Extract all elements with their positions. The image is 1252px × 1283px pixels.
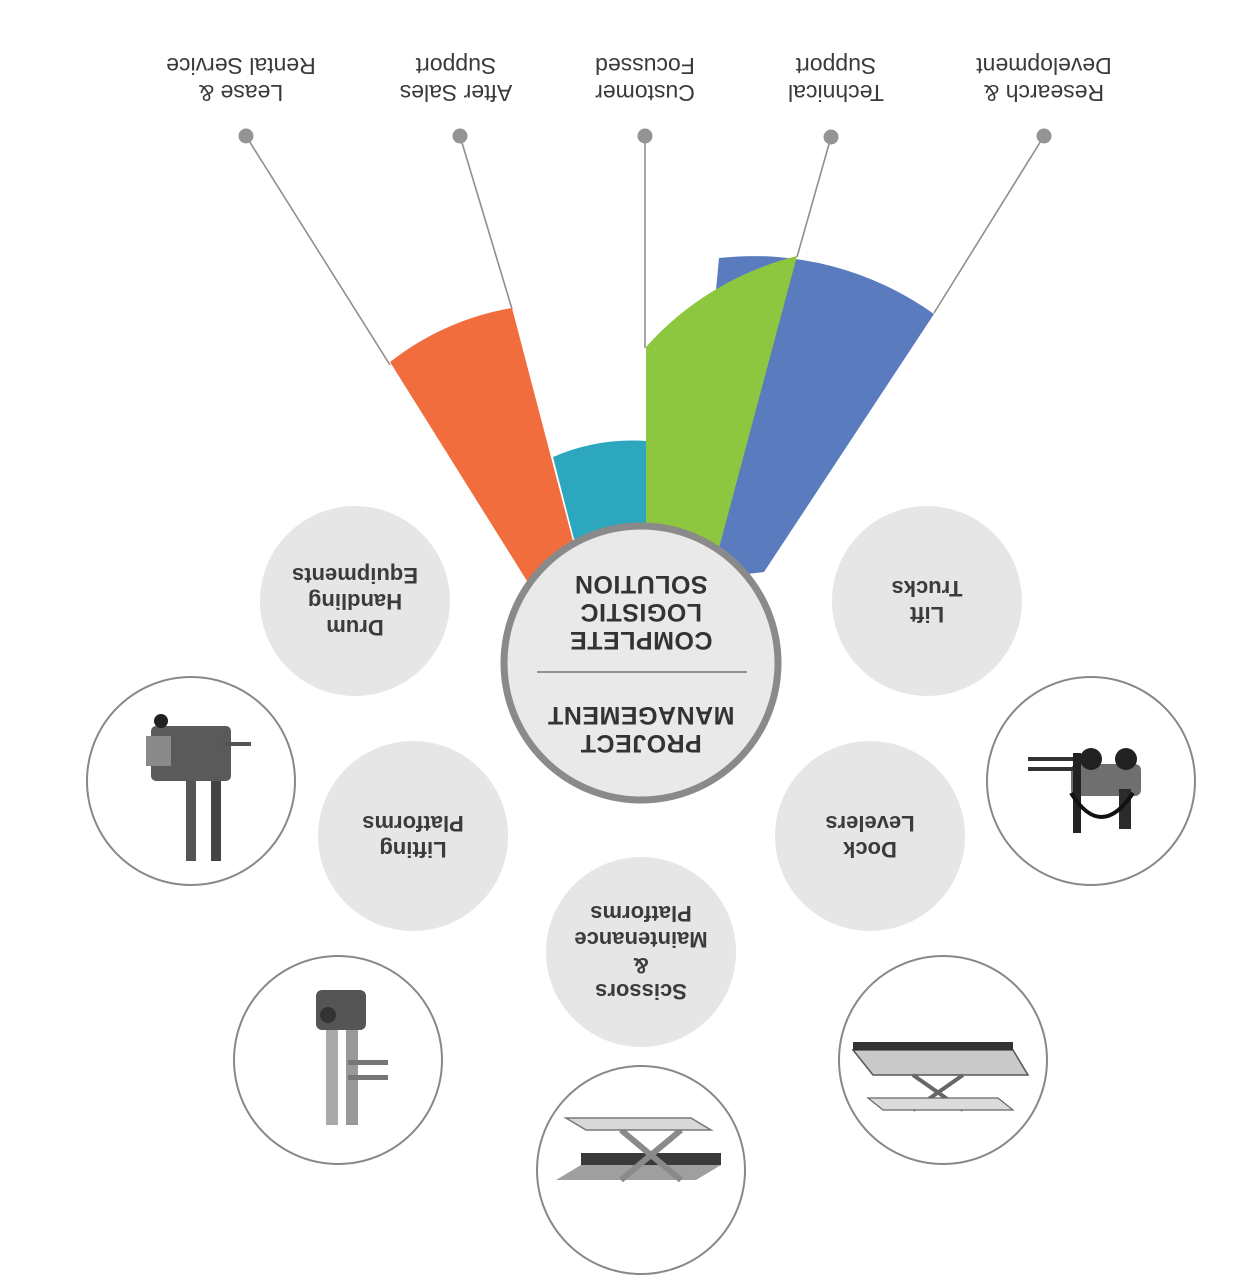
connector-dot [637, 128, 653, 144]
service-label-research: Research &Development [976, 53, 1112, 106]
center-title-top: PROJECT MANAGEMENT [547, 701, 735, 757]
connector-dot [823, 129, 839, 145]
connector-line [933, 135, 1045, 314]
dock-leveler-icon [851, 1042, 1030, 1112]
product-circle-lift-trucks [832, 506, 1022, 696]
connector-dot [238, 128, 254, 144]
forklift-icon [1028, 748, 1141, 833]
product-circle-lifting-platforms [318, 741, 508, 931]
fan-segment-technical [646, 256, 797, 548]
product-circle-drum-handling [260, 506, 450, 696]
fan-segment-customer [553, 440, 646, 539]
connector-dot [452, 128, 468, 144]
center-hub [500, 522, 782, 804]
connector-line [459, 135, 513, 310]
service-label-lease: Lease &Rental Service [166, 53, 316, 106]
center-title-bottom: COMPLETE LOGISTIC SOLUTION [569, 570, 713, 654]
lifting-platform-icon [316, 990, 388, 1125]
connector-line [796, 136, 832, 258]
product-circle-scissors [546, 857, 736, 1047]
connector-dot [1036, 128, 1052, 144]
scissor-lift-icon [556, 1117, 721, 1183]
fan-segment-after-sales [390, 308, 574, 581]
drum-handler-icon [146, 714, 251, 861]
connector-line [245, 135, 391, 366]
product-circle-dock-levelers [775, 741, 965, 931]
